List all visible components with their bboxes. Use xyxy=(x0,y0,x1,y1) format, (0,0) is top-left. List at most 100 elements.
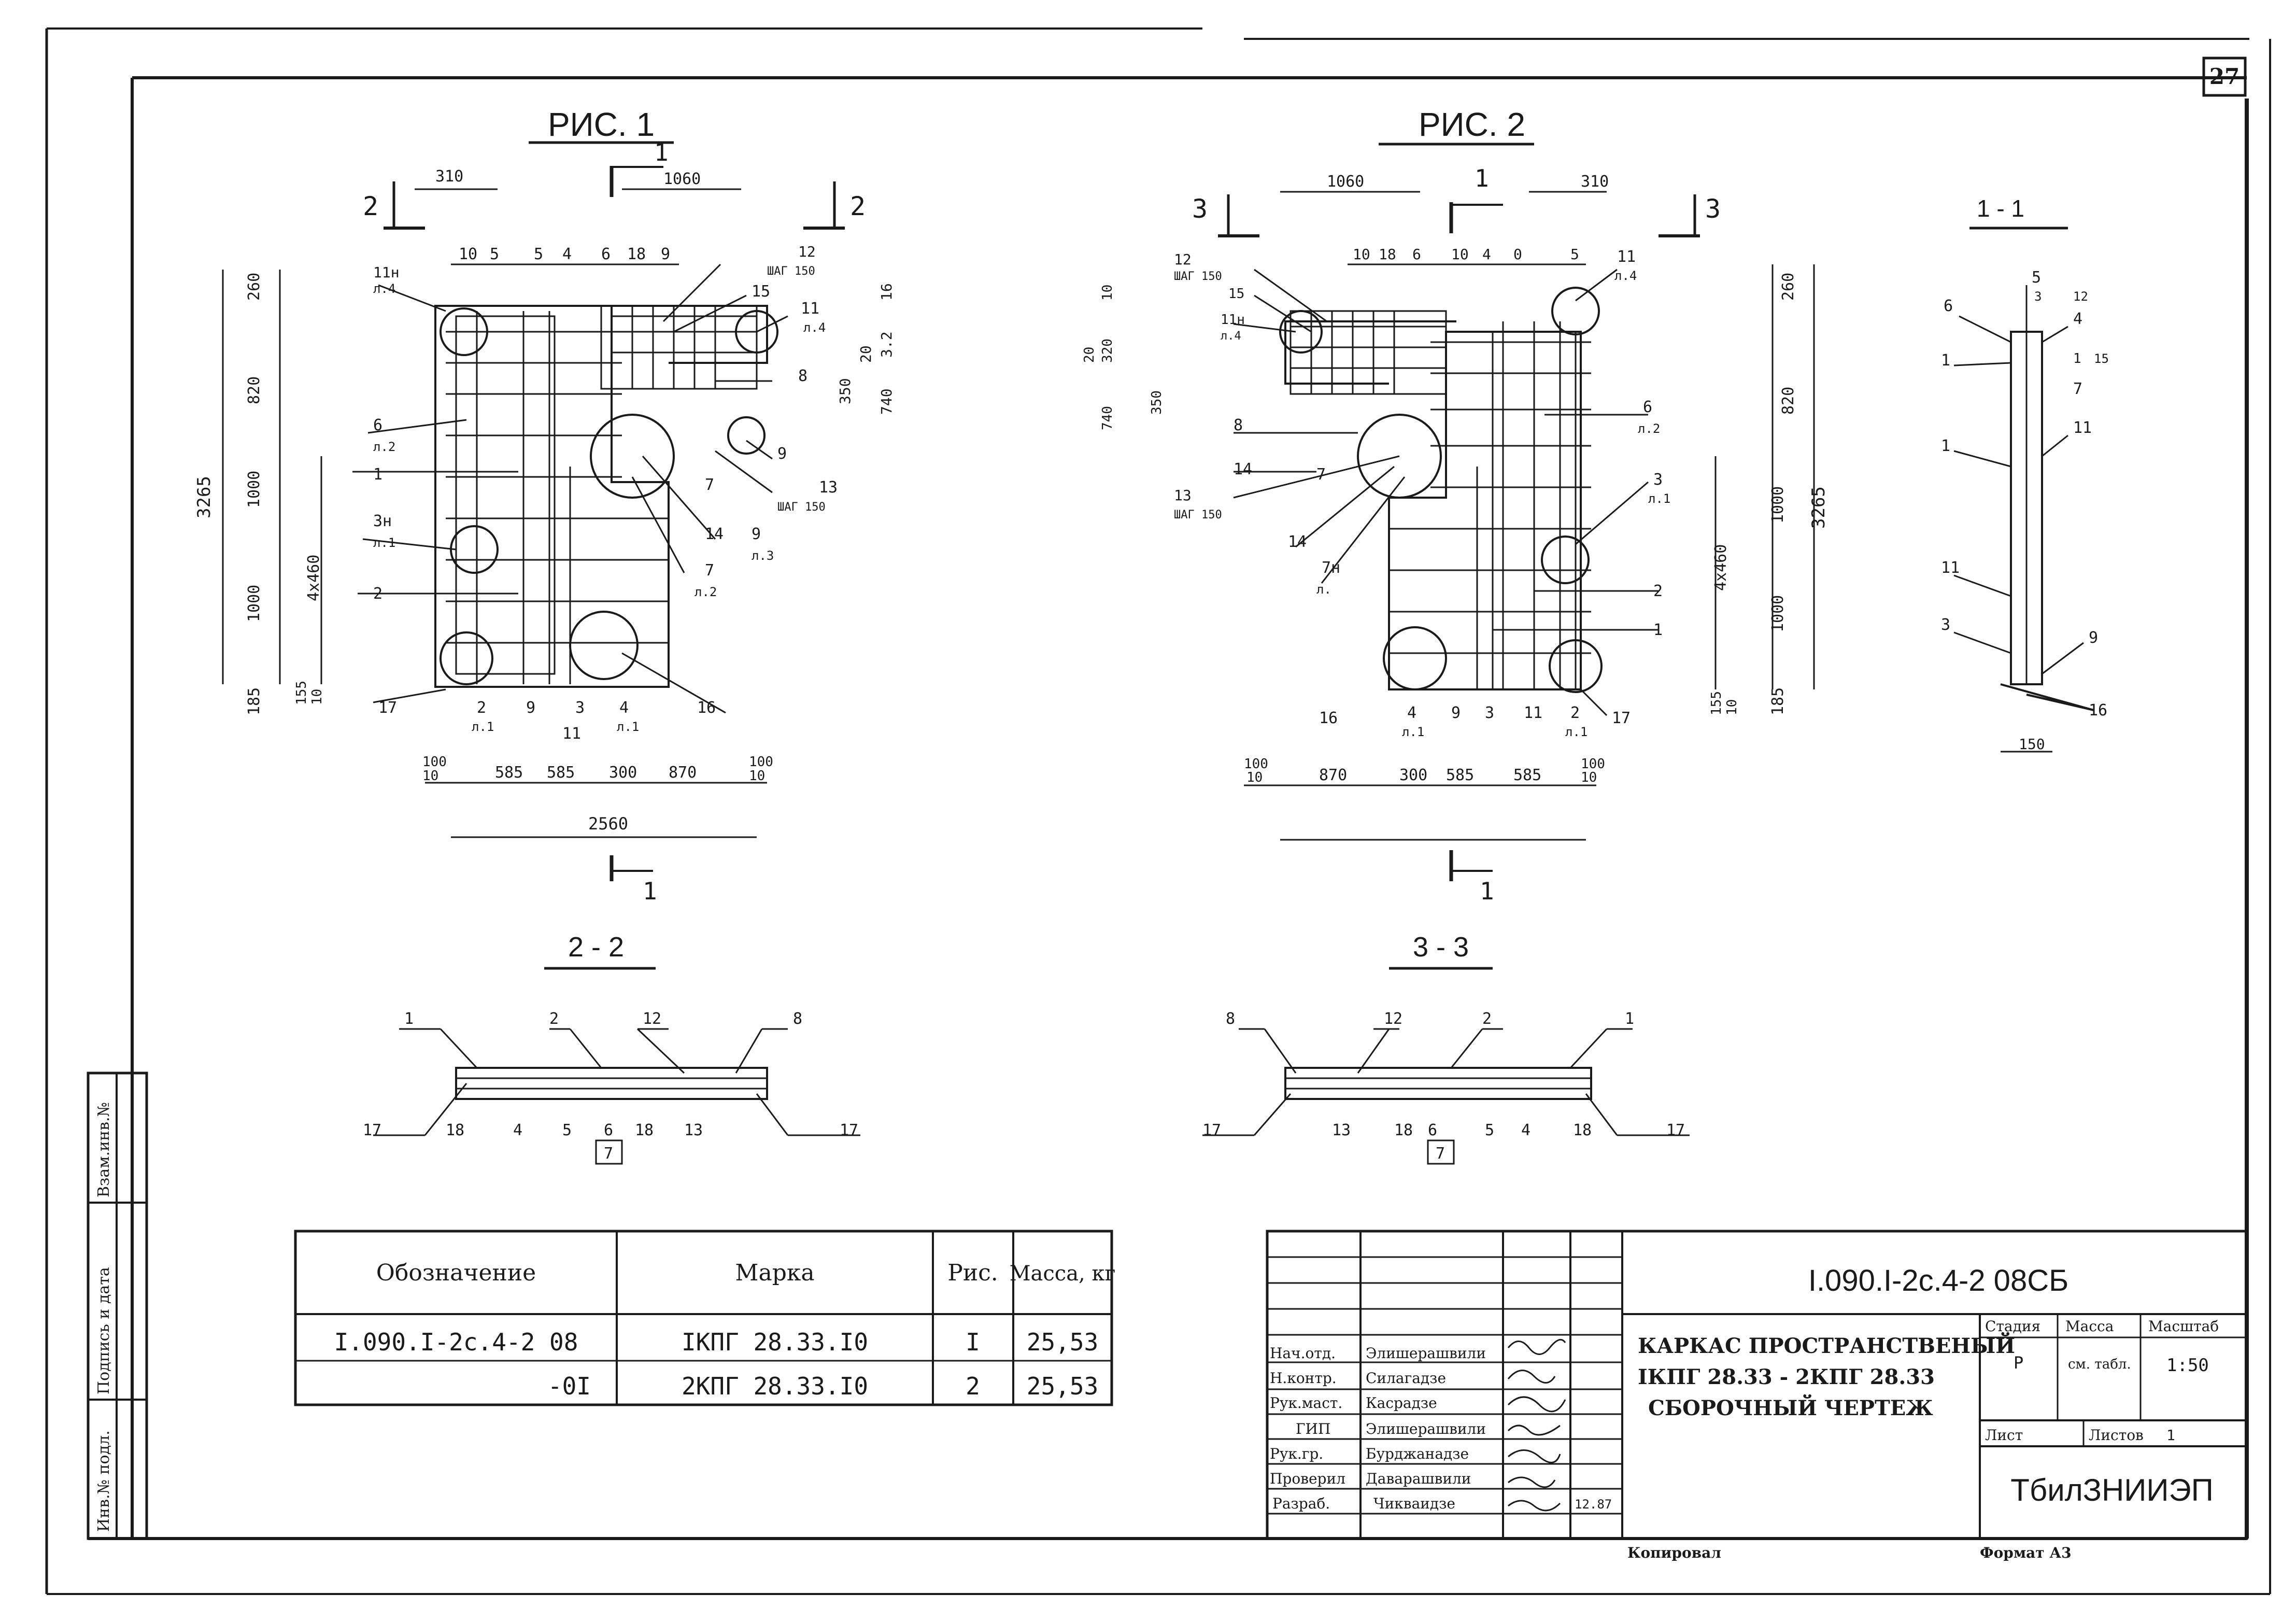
page-number: 27 xyxy=(2209,64,2240,89)
fig2-callout-15: 15 xyxy=(1228,286,1244,302)
fig2-callout-3: 3 xyxy=(1653,471,1663,489)
fig2-callout-11-sheet: л.4 xyxy=(1614,269,1637,283)
section-2-2-bottom-13: 13 xyxy=(684,1121,703,1139)
section-3-3-top-2: 2 xyxy=(1482,1010,1492,1028)
section-1-1-callout-9: 9 xyxy=(2089,629,2098,647)
fig2-frame-outline-left xyxy=(1284,320,1456,385)
section-1-1-callout-1c: 1 xyxy=(1941,437,1950,455)
fig2-pos-top-10a: 10 xyxy=(1353,246,1370,263)
fig2-dim-bottom-585b: 585 xyxy=(1513,766,1541,784)
fig1-callout-1: 1 xyxy=(373,466,382,484)
fig1-dim-left-185: 185 xyxy=(245,687,263,715)
fig1-pos-bottom-4-sheet: л.1 xyxy=(617,720,639,734)
fig1-dim-right-16: 16 xyxy=(878,283,895,301)
fig2-pos-top-5: 5 xyxy=(1570,246,1579,263)
fig1-dim-left-1000b: 1000 xyxy=(245,585,263,622)
tb-hdr-mass: Масса xyxy=(2065,1318,2114,1335)
section-1-1-callout-16: 16 xyxy=(2089,701,2107,720)
spec-row1-mass: 25,53 xyxy=(1027,1328,1098,1356)
fig2-dim-lower-10: 10 xyxy=(1724,699,1740,715)
section-2-2-bottom-6: 6 xyxy=(604,1121,613,1139)
section-1-1-callout-11b: 11 xyxy=(1941,559,1960,577)
section-1-1-callout-1b: 1 xyxy=(2073,351,2081,366)
fig2-callout-11n-sheet: л.4 xyxy=(1221,330,1241,343)
fig2-top-mesh xyxy=(1291,311,1446,394)
fig1-dim-total-3265: 3265 xyxy=(194,476,215,518)
tb-role-developed: Разраб. xyxy=(1272,1495,1330,1512)
tb-stage-value: Р xyxy=(2014,1353,2023,1373)
title-block-border xyxy=(1266,1230,2248,1540)
section-2-2-bottom-17b: 17 xyxy=(840,1121,858,1139)
tb-hdr-stage: Стадия xyxy=(1985,1318,2040,1335)
fig2-dim-right-820: 820 xyxy=(1779,387,1797,415)
sheet-frames: 27 xyxy=(45,27,2271,1595)
section-2-2-leaders xyxy=(373,1028,860,1136)
fig2-dim-bottom-300: 300 xyxy=(1399,766,1427,784)
fig2-dim-right-1000a: 1000 xyxy=(1769,486,1787,524)
fig2-callout-7: 7 xyxy=(1316,466,1326,484)
fig1-dim-right-350: 350 xyxy=(837,378,854,404)
fig1-dim-bottom-870: 870 xyxy=(669,764,697,782)
fig2-dim-bottom-100b: 100 xyxy=(1581,756,1605,772)
section-1-1-callout-7: 7 xyxy=(2073,380,2082,398)
tb-doc-code: I.090.I-2с.4-2 08СБ xyxy=(1808,1264,2068,1297)
fig2-dim-left-20: 20 xyxy=(1082,347,1097,363)
fig1-pos-bottom-9: 9 xyxy=(526,699,535,717)
section-2-2-bottom-18a: 18 xyxy=(446,1121,464,1139)
fig2-callout-14a: 14 xyxy=(1234,460,1252,478)
fig1-dim-top-310: 310 xyxy=(435,167,463,186)
fig1-callout-14: 14 xyxy=(705,525,724,543)
section-1-1-dim-150: 150 xyxy=(2019,736,2045,753)
tb-role-norm-control: Н.контр. xyxy=(1270,1370,1337,1387)
fig1-section-mark-number-bottom: 1 xyxy=(643,877,657,905)
section-2-2-top-1: 1 xyxy=(404,1010,414,1028)
fig2-head-box xyxy=(1289,310,1447,395)
section-3-3-body xyxy=(1284,1067,1592,1100)
tb-title-line-2: IКПГ 28.33 - 2КПГ 28.33 xyxy=(1638,1365,1935,1389)
fig2-callout-11n: 11н xyxy=(1221,312,1245,328)
fig1-pos-bottom-2: 2 xyxy=(477,699,486,717)
fig1-leg-box xyxy=(455,315,556,675)
fig2-dim-top-1060: 1060 xyxy=(1327,173,1364,191)
tb-role-workshop-head: Рук.маст. xyxy=(1270,1394,1342,1412)
fig2-callout-8: 8 xyxy=(1234,416,1243,434)
section-2-2-body xyxy=(455,1067,768,1100)
fig1-callout-12: 12 xyxy=(798,243,816,260)
fig2-dim-bottom-10a: 10 xyxy=(1246,770,1263,785)
tb-name-5: Бурджанадзе xyxy=(1366,1445,1469,1462)
fig2-callout-1: 1 xyxy=(1653,621,1663,639)
fig1-dim-bottom-585b: 585 xyxy=(547,764,575,782)
fig1-pos-bottom-4: 4 xyxy=(619,699,629,717)
fig1-dim-top-1060: 1060 xyxy=(663,170,701,188)
section-3-3-top-1: 1 xyxy=(1625,1010,1634,1028)
section-3-3-leaders xyxy=(1202,1028,1690,1136)
fig2-dim-left-320: 320 xyxy=(1100,338,1115,363)
spec-header-mark: Марка xyxy=(735,1260,814,1286)
fig2-callout-3-sheet: л.1 xyxy=(1648,491,1670,506)
section-3-3-bottom-17b: 17 xyxy=(1666,1121,1685,1139)
fig2-dim-left-350: 350 xyxy=(1149,390,1165,415)
fig1-callout-6-sheet: л.2 xyxy=(373,440,395,454)
tb-format: Формат А3 xyxy=(1980,1544,2072,1561)
section-3-3-boxed-7: 7 xyxy=(1436,1145,1445,1163)
spec-row2-mass: 25,53 xyxy=(1027,1372,1098,1400)
tb-signatures xyxy=(1507,1338,1566,1512)
fig1-callout-11-sheet: л.4 xyxy=(803,320,826,335)
fig2-callout-12-step: ШАГ 150 xyxy=(1174,270,1222,283)
section-1-1-callout-5: 5 xyxy=(2032,269,2041,287)
fig1-callout-7b-sheet: л.2 xyxy=(695,585,717,599)
section-3-3-bottom-4: 4 xyxy=(1521,1121,1530,1139)
fig2-view-mark-left: 3 xyxy=(1192,194,1208,224)
fig1-callout-8: 8 xyxy=(798,367,807,385)
section-1-1: 1 - 1 5 6 1 4 1 7 11 1 11 3 9 16 12 15 3… xyxy=(1941,195,2109,753)
fig2-dim-right-1000b: 1000 xyxy=(1769,595,1787,632)
section-2-2-top-8: 8 xyxy=(793,1010,802,1028)
fig2-dim-total-3265: 3265 xyxy=(1808,486,1829,529)
section-2-2-boxed-7: 7 xyxy=(604,1145,613,1163)
fig1-view-mark-left: 2 xyxy=(363,191,378,221)
section-1-1-callout-15: 15 xyxy=(2094,351,2109,366)
tb-name-3: Касрадзе xyxy=(1366,1394,1437,1412)
fig2-callout-6: 6 xyxy=(1643,398,1652,416)
figure-1: РИС. 1 1 1 2 2 310 1060 xyxy=(194,106,895,905)
spec-table: Обозначение Марка Рис. Масса, кг I.090.I… xyxy=(294,1230,1115,1406)
